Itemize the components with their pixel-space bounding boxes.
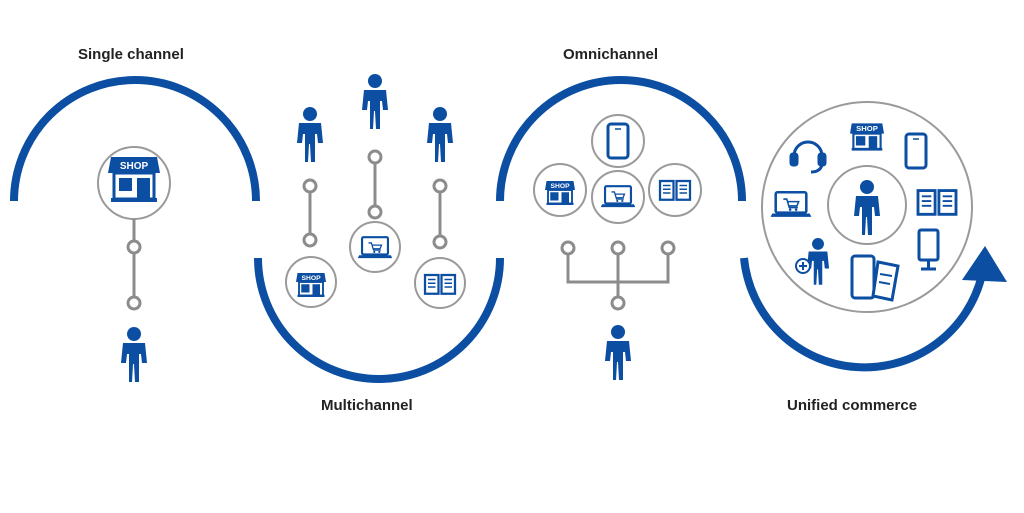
headset-icon <box>789 140 827 174</box>
stage-label-single-channel: Single channel <box>78 46 184 63</box>
shop-sign-text: SHOP <box>301 275 321 282</box>
single-channel-arc <box>10 76 260 202</box>
channel-circle-catalog <box>648 163 702 217</box>
laptop-cart-icon <box>599 185 637 209</box>
stage-label-unified-commerce: Unified commerce <box>787 397 918 414</box>
stage-label-multichannel: Multichannel <box>321 397 413 414</box>
connector-node <box>610 295 626 311</box>
phone-icon <box>606 122 630 160</box>
shop-icon: SHOP <box>108 157 160 202</box>
customer-icon <box>121 327 147 382</box>
customer-icon <box>605 325 631 380</box>
unified-commerce-arc <box>740 257 986 372</box>
shop-icon: SHOP <box>544 180 576 206</box>
connector-node <box>560 240 576 256</box>
multichannel-arc <box>254 257 504 383</box>
connector-node <box>610 240 626 256</box>
stage-unified-commerce: SHOP <box>740 101 1007 372</box>
mobile-coupon-icon <box>850 254 900 302</box>
laptop-cart-icon <box>769 190 813 219</box>
connector-node <box>367 204 383 220</box>
customer-icon <box>297 107 323 162</box>
phone-icon <box>904 132 928 170</box>
connector-node <box>432 178 448 194</box>
customer-icon <box>362 74 388 129</box>
customer-icon <box>427 107 453 162</box>
stage-multichannel: SHOP <box>254 74 504 383</box>
shop-sign-text: SHOP <box>550 183 570 190</box>
shop-icon: SHOP <box>295 272 327 298</box>
add-user-icon <box>795 237 830 285</box>
connector-node <box>432 234 448 250</box>
connector-node <box>367 149 383 165</box>
shop-sign-text: SHOP <box>856 124 878 133</box>
omnichannel-arc <box>496 76 746 202</box>
shop-icon: SHOP <box>848 122 886 152</box>
stage-omnichannel: SHOP <box>496 76 746 380</box>
channel-circle-catalog <box>414 257 466 309</box>
connector-node <box>126 295 142 311</box>
connector-node <box>302 232 318 248</box>
stage-single-channel: SHOP <box>10 76 260 382</box>
arrow-head-icon <box>962 246 1007 282</box>
shop-sign-text: SHOP <box>120 161 149 172</box>
stage-label-omnichannel: Omnichannel <box>563 46 659 63</box>
connector-node <box>302 178 318 194</box>
kiosk-icon <box>917 228 940 271</box>
connector-node <box>660 240 676 256</box>
connector-node <box>126 239 142 255</box>
laptop-cart-icon <box>356 236 394 260</box>
